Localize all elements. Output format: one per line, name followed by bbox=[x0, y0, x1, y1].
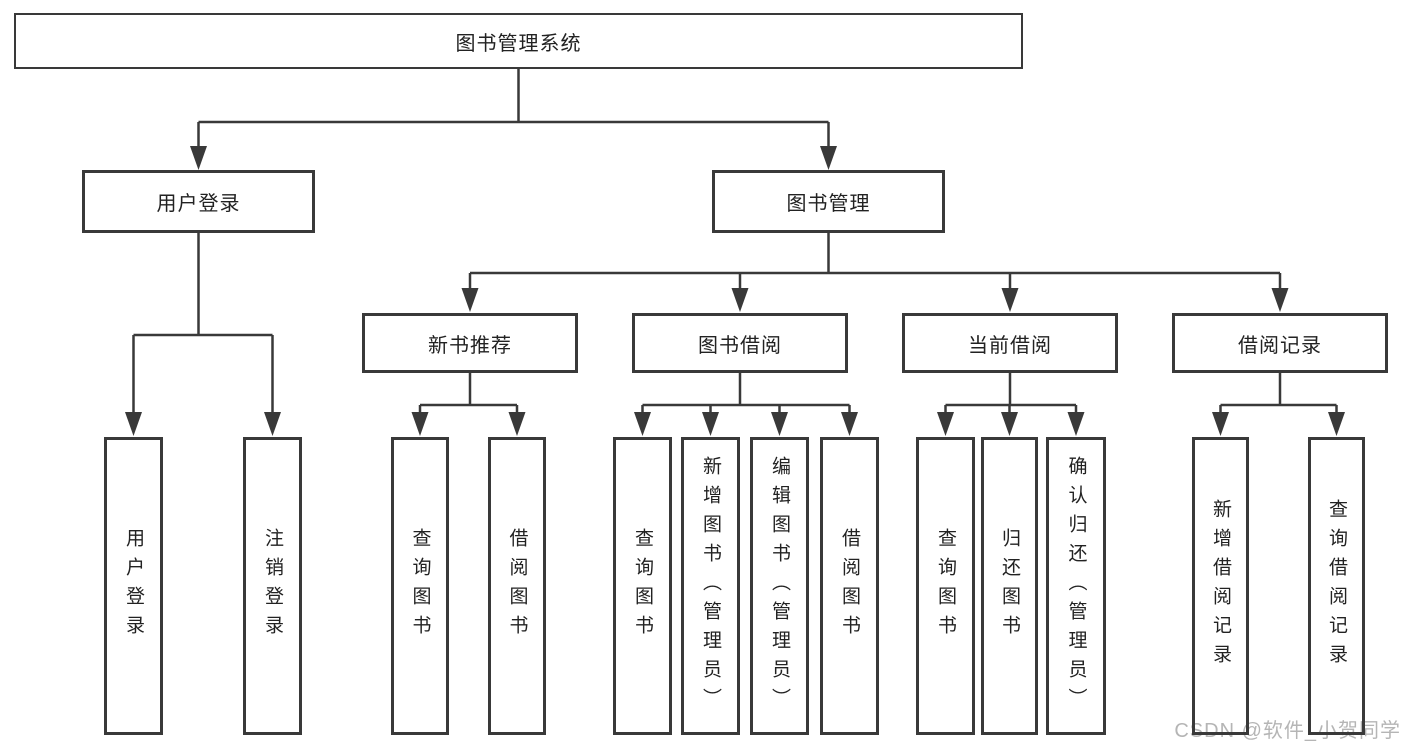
node-borrow-books-1: 借阅图书 bbox=[488, 437, 546, 735]
connector-borrowing-records bbox=[1220, 373, 1337, 407]
node-return-books: 归还图书 bbox=[981, 437, 1038, 735]
node-label: 用户登录 bbox=[156, 193, 241, 215]
node-query-books-1: 查询图书 bbox=[391, 437, 449, 735]
node-book-borrowing: 图书借阅 bbox=[632, 313, 848, 373]
node-label: 新增借阅记录 bbox=[1210, 499, 1231, 673]
node-borrowing-records: 借阅记录 bbox=[1172, 313, 1388, 373]
node-book-management: 图书管理 bbox=[712, 170, 945, 233]
node-user-login-leaf: 用户登录 bbox=[104, 437, 163, 735]
node-query-books-2: 查询图书 bbox=[613, 437, 672, 735]
connector-new-books bbox=[420, 373, 517, 407]
node-label: 用户登录 bbox=[123, 528, 144, 644]
connector-current-borrowing bbox=[945, 373, 1076, 407]
node-user-login: 用户登录 bbox=[82, 170, 315, 233]
node-confirm-return-admin: 确认归还（管理员） bbox=[1046, 437, 1106, 735]
connector-user-login bbox=[133, 233, 273, 337]
node-label: 查询图书 bbox=[935, 528, 956, 644]
node-label: 注销登录 bbox=[262, 528, 283, 644]
node-label: 借阅图书 bbox=[506, 528, 528, 644]
node-query-borrow-record: 查询借阅记录 bbox=[1308, 437, 1365, 735]
node-label: 借阅记录 bbox=[1238, 334, 1322, 357]
node-add-books-admin: 新增图书（管理员） bbox=[681, 437, 740, 735]
node-label: 编辑图书（管理员） bbox=[769, 455, 790, 717]
node-new-book-recommendation: 新书推荐 bbox=[362, 313, 578, 373]
node-label: 查询图书 bbox=[409, 528, 431, 644]
node-logout: 注销登录 bbox=[243, 437, 302, 735]
node-label: 图书管理 bbox=[786, 193, 871, 215]
node-label: 确认归还（管理员） bbox=[1065, 455, 1087, 717]
node-library-system: 图书管理系统 bbox=[14, 13, 1023, 69]
node-label: 当前借阅 bbox=[968, 334, 1052, 357]
connector-book-borrowing bbox=[642, 373, 850, 407]
node-label: 图书借阅 bbox=[698, 334, 782, 357]
node-label: 归还图书 bbox=[999, 528, 1020, 644]
node-add-borrow-record: 新增借阅记录 bbox=[1192, 437, 1249, 735]
node-borrow-books-2: 借阅图书 bbox=[820, 437, 879, 735]
node-query-books-3: 查询图书 bbox=[916, 437, 975, 735]
node-label: 借阅图书 bbox=[839, 528, 860, 644]
node-label: 新增图书（管理员） bbox=[700, 455, 721, 717]
node-current-borrowing: 当前借阅 bbox=[902, 313, 1118, 373]
node-label: 图书管理系统 bbox=[455, 32, 582, 55]
node-label: 查询图书 bbox=[632, 528, 653, 644]
csdn-watermark: CSDN @软件_小贺同学 bbox=[1174, 720, 1401, 742]
node-edit-books-admin: 编辑图书（管理员） bbox=[750, 437, 809, 735]
node-label: 查询借阅记录 bbox=[1326, 499, 1347, 673]
connector-book-management bbox=[470, 233, 1280, 275]
node-label: 新书推荐 bbox=[428, 334, 512, 357]
connector-root bbox=[198, 69, 829, 124]
